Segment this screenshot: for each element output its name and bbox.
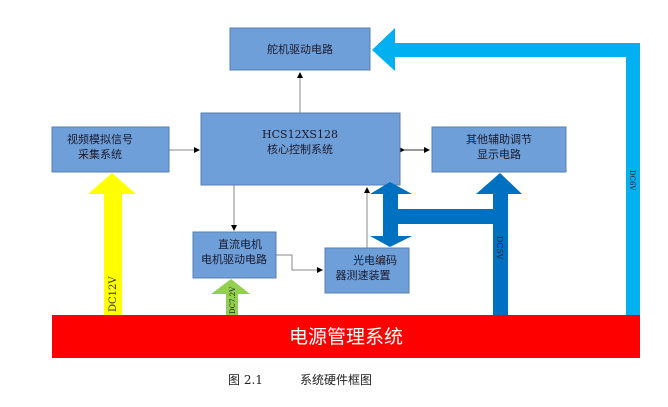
dc5v-label: DC5V [495, 236, 504, 260]
figure-title: 系统硬件框图 [300, 373, 372, 387]
video-acquisition-block: 视频模拟信号 采集系统 [51, 126, 170, 173]
dc6v-arrow: DC6V [372, 28, 640, 315]
core-control-block: HCS12XS128 核心控制系统 [200, 112, 401, 186]
dc6v-label: DC6V [628, 170, 636, 191]
dc-label-1: 直流电机 [218, 237, 262, 251]
dc7-2v-label: DC7.2V [229, 286, 237, 314]
video-label-2: 采集系统 [78, 147, 122, 161]
encoder-label-2: 器测速装置 [336, 269, 391, 282]
servo-label: 舵机驱动电路 [267, 42, 333, 56]
power-label: 电源管理系统 [289, 326, 403, 348]
power-management-block: 电源管理系统 [52, 315, 640, 358]
dc5v-arrow: DC5V [370, 173, 522, 315]
core-label-1: HCS12XS128 [262, 128, 338, 141]
aux-label-1: 其他辅助调节 [466, 132, 532, 146]
aux-label-2: 显示电路 [477, 148, 521, 161]
servo-drive-block: 舵机驱动电路 [229, 27, 371, 71]
encoder-label-1: 光电编码 [353, 253, 397, 267]
dc12v-label: DC12V [108, 276, 119, 312]
dc-to-encoder-connector [276, 254, 323, 273]
figure-number: 图 2.1 [228, 373, 263, 387]
aux-display-block: 其他辅助调节 显示电路 [431, 126, 567, 173]
encoder-block: 光电编码 器测速装置 [324, 247, 410, 294]
dc7-2v-arrow: DC7.2V [211, 279, 250, 315]
core-label-2: 核心控制系统 [267, 142, 333, 156]
dc12v-arrow: DC12V [88, 173, 136, 315]
dc-label-2: 电机驱动电路 [201, 252, 267, 266]
video-label-1: 视频模拟信号 [67, 132, 133, 146]
dc-motor-drive-block: 直流电机 电机驱动电路 [192, 231, 277, 279]
